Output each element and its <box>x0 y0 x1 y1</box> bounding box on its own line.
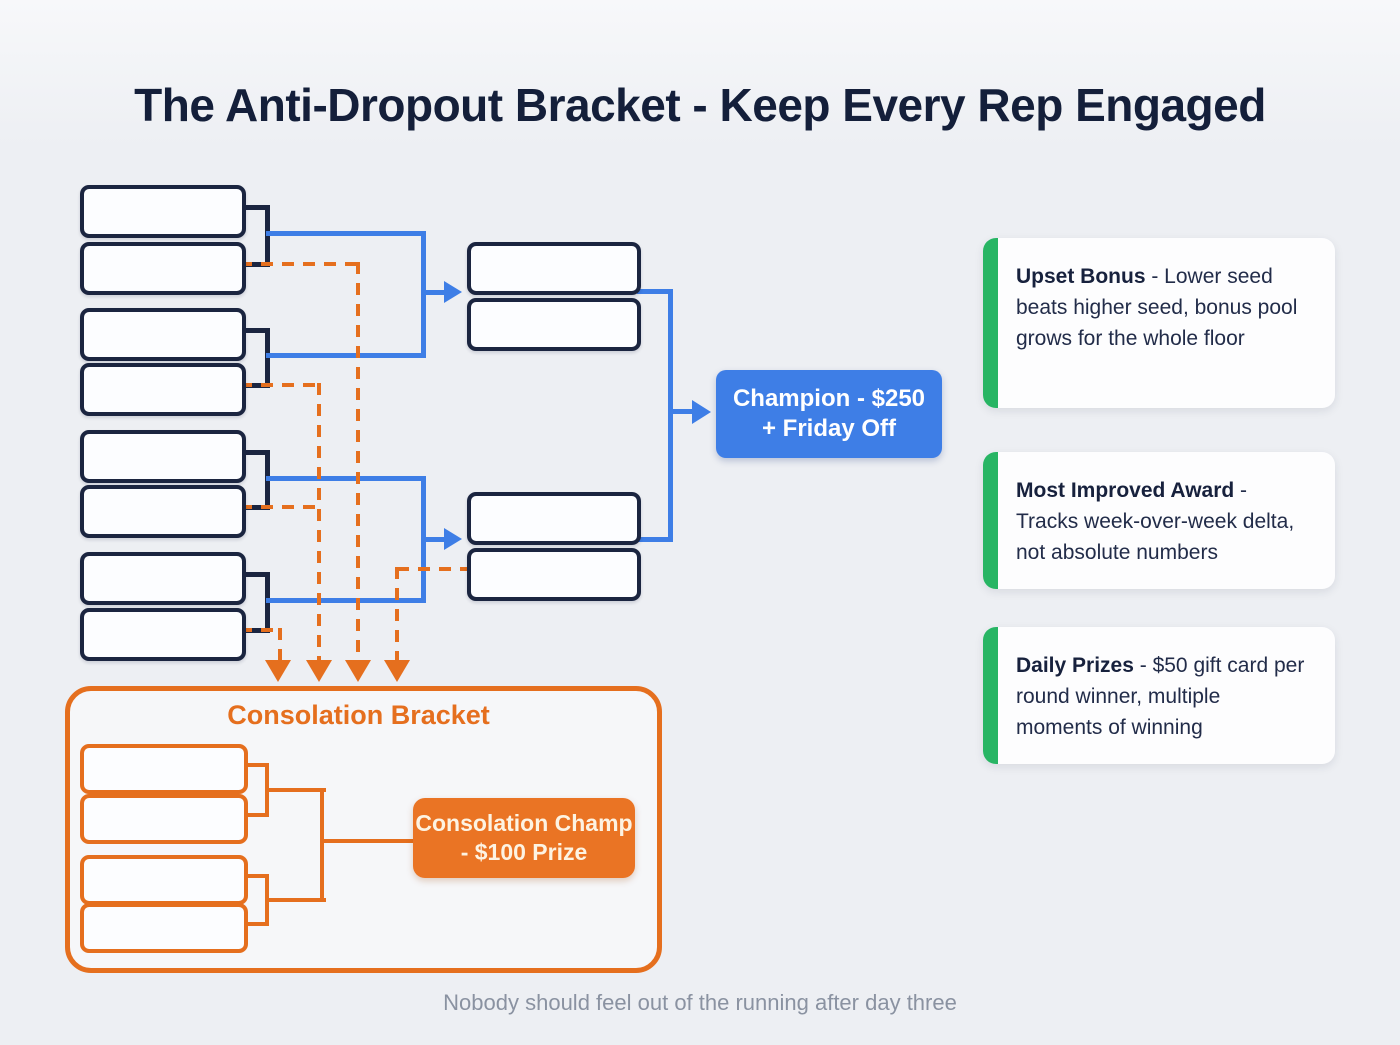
consolation-slot-3 <box>80 855 248 905</box>
dropout-line <box>240 383 319 387</box>
card-accent-bar <box>983 452 998 589</box>
arrow-down-icon <box>306 660 332 682</box>
consolation-champion-line2: - $100 Prize <box>460 839 588 865</box>
round1-slot-7 <box>80 552 246 605</box>
card-description: - Tracks week-over-week delta, not absol… <box>1016 479 1295 564</box>
winner-line <box>266 231 426 236</box>
consolation-line <box>265 898 326 902</box>
card-description: - $50 gift card per round winner, multip… <box>1016 654 1305 739</box>
dropout-line <box>317 383 321 660</box>
consolation-slot-4 <box>80 903 248 953</box>
round1-slot-4 <box>80 363 246 416</box>
round1-slot-2 <box>80 242 246 295</box>
page-title: The Anti-Dropout Bracket - Keep Every Re… <box>134 79 1266 131</box>
champion-label-line2: + Friday Off <box>761 415 897 442</box>
round1-slot-1 <box>80 185 246 238</box>
consolation-line <box>320 839 413 843</box>
arrow-right-icon <box>444 281 462 303</box>
consolation-champion-box: Consolation Champ - $100 Prize <box>413 798 635 878</box>
champion-box: Champion - $250 + Friday Off <box>716 370 942 458</box>
round1-slot-8 <box>80 608 246 661</box>
connector-line <box>238 450 270 455</box>
consolation-title: Consolation Bracket <box>227 700 490 730</box>
card-text: Upset Bonus - Lower seed beats higher se… <box>998 238 1335 408</box>
footer-tagline: Nobody should feel out of the running af… <box>443 990 957 1015</box>
winner-line <box>266 476 426 481</box>
connector-line <box>238 328 270 333</box>
round1-slot-3 <box>80 308 246 361</box>
round1-slot-6 <box>80 485 246 538</box>
arrow-right-icon <box>444 528 462 550</box>
card-description: - Lower seed beats higher seed, bonus po… <box>1016 265 1298 350</box>
winner-line <box>668 289 673 542</box>
winner-line <box>668 409 694 414</box>
dropout-line <box>395 567 399 660</box>
champion-label-line1: Champion - $250 <box>732 385 926 412</box>
consolation-line <box>240 922 269 926</box>
connector-line <box>265 328 270 388</box>
semifinal-slot-3 <box>467 492 641 545</box>
card-daily-prizes: Daily Prizes - $50 gift card per round w… <box>983 627 1335 764</box>
arrow-down-icon <box>384 660 410 682</box>
card-text: Daily Prizes - $50 gift card per round w… <box>998 627 1335 764</box>
consolation-line <box>265 788 326 792</box>
card-title: Daily Prizes <box>1016 654 1134 677</box>
round1-slot-5 <box>80 430 246 483</box>
arrow-down-icon <box>345 660 371 682</box>
dropout-line <box>356 262 360 660</box>
card-most-improved: Most Improved Award - Tracks week-over-w… <box>983 452 1335 589</box>
connector-line <box>238 205 270 210</box>
semifinal-slot-1 <box>467 242 641 295</box>
card-title: Upset Bonus <box>1016 265 1146 288</box>
consolation-line <box>240 813 269 817</box>
semifinal-slot-4 <box>467 548 641 601</box>
connector-line <box>265 205 270 267</box>
dropout-line <box>397 567 467 571</box>
card-title: Most Improved Award <box>1016 479 1235 502</box>
winner-line <box>266 598 426 603</box>
dropout-line <box>278 628 282 660</box>
card-upset-bonus: Upset Bonus - Lower seed beats higher se… <box>983 238 1335 408</box>
consolation-slot-1 <box>80 744 248 794</box>
winner-line <box>637 289 673 294</box>
semifinal-slot-2 <box>467 298 641 351</box>
consolation-line <box>240 874 269 878</box>
consolation-line <box>320 788 324 902</box>
card-accent-bar <box>983 627 998 764</box>
consolation-line <box>240 763 269 767</box>
winner-line <box>266 353 426 358</box>
dropout-line <box>240 262 358 266</box>
card-accent-bar <box>983 238 998 408</box>
arrow-right-icon <box>692 400 711 424</box>
dropout-line <box>240 628 280 632</box>
dropout-line <box>240 505 317 509</box>
consolation-slot-2 <box>80 794 248 844</box>
card-text: Most Improved Award - Tracks week-over-w… <box>998 452 1335 589</box>
winner-line <box>421 290 445 295</box>
connector-line <box>238 572 270 577</box>
arrow-down-icon <box>265 660 291 682</box>
winner-line <box>637 537 673 542</box>
consolation-champion-line1: Consolation Champ <box>415 810 633 836</box>
winner-line <box>421 537 445 542</box>
